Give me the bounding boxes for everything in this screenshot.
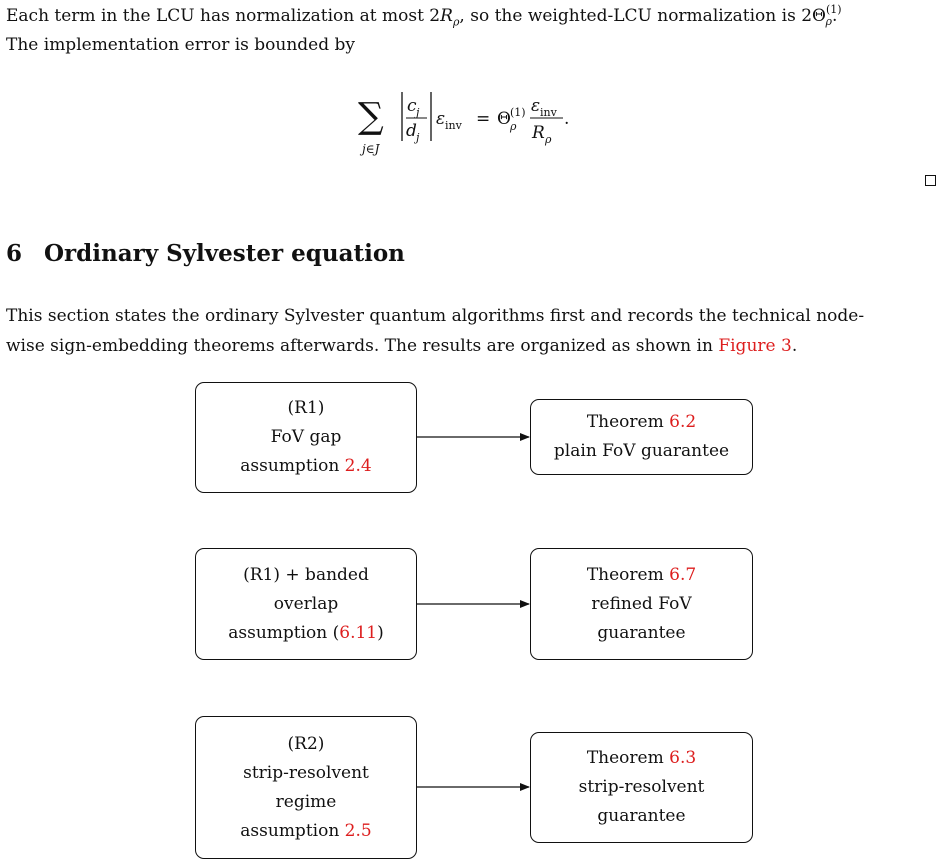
equals-sign: =: [476, 109, 490, 129]
frac-num-c: c: [407, 96, 417, 116]
theorem-box-6-2: Theorem 6.2 plain FoV guarantee: [530, 399, 753, 475]
math-R-rho: Rρ: [440, 6, 460, 29]
ref-link-6-3[interactable]: 6.3: [669, 748, 697, 768]
box-line: (R1): [287, 398, 325, 418]
box-line-assumption: assumption 2.4: [240, 456, 372, 476]
theta-sub: ρ: [509, 120, 517, 133]
figure-3-link[interactable]: Figure 3: [718, 336, 792, 356]
body-text-pre: wise sign-embedding theorems afterwards.…: [6, 336, 719, 356]
assumption-box-r1-banded: (R1) + banded overlap assumption (6.11): [195, 548, 417, 660]
qed-symbol: [925, 175, 936, 186]
ref-link-6-11[interactable]: 6.11: [339, 622, 378, 643]
body-line-2: wise sign-embedding theorems afterwards.…: [6, 332, 942, 360]
eps-inv-sub: inv: [445, 119, 463, 132]
box-line: strip-resolvent: [578, 777, 705, 797]
intro-text-b: , so the weighted-LCU normalization is 2: [459, 6, 813, 26]
box-line-theorem: Theorem 6.7: [586, 564, 697, 585]
theorem-box-6-7: Theorem 6.7 refined FoV guarantee: [530, 548, 753, 660]
ref-link-2-5[interactable]: 2.5: [344, 820, 372, 841]
box-line-theorem: Theorem 6.2: [586, 412, 697, 432]
theta-sup: (1): [510, 106, 526, 119]
section-heading: 6 Ordinary Sylvester equation: [6, 240, 405, 267]
frac2-den-rho: ρ: [544, 133, 552, 146]
box-line: FoV gap: [270, 427, 342, 447]
sum-index: j∈J: [359, 142, 381, 156]
intro-line-1: Each term in the LCU has normalization a…: [6, 3, 842, 29]
frac-den-d: d: [406, 121, 417, 141]
section-number: 6: [6, 240, 23, 267]
box-line-assumption: assumption 2.5: [240, 820, 372, 841]
period: .: [564, 109, 569, 129]
box-line: guarantee: [597, 806, 686, 826]
frac-num-j: j: [413, 106, 420, 119]
display-equation: ∑ j∈J c j d j ε inv = Θ (1) ρ ε inv R ρ: [0, 81, 947, 161]
intro-text-a: Each term in the LCU has normalization a…: [6, 6, 441, 26]
math-theta-rho: Θ(1)ρ: [812, 3, 842, 29]
box-line: (R2): [287, 733, 325, 754]
box-line: (R1) + banded: [243, 564, 369, 585]
ref-link-6-7[interactable]: 6.7: [669, 564, 697, 585]
box-line-assumption: assumption (6.11): [228, 622, 384, 643]
box-line: refined FoV: [591, 593, 692, 614]
box-line: regime: [275, 791, 337, 812]
assumption-box-r2: (R2) strip-resolvent regime assumption 2…: [195, 716, 417, 859]
box-line: strip-resolvent: [243, 762, 369, 783]
equation-svg: ∑ j∈J c j d j ε inv = Θ (1) ρ ε inv R ρ: [358, 92, 569, 156]
intro-line-2: The implementation error is bounded by: [6, 35, 356, 55]
theorem-box-6-3: Theorem 6.3 strip-resolvent guarantee: [530, 732, 753, 843]
body-text-post: .: [791, 336, 798, 356]
box-line-theorem: Theorem 6.3: [586, 748, 697, 768]
ref-link-6-2[interactable]: 6.2: [669, 412, 697, 432]
box-line: guarantee: [597, 622, 686, 643]
ref-link-2-4[interactable]: 2.4: [344, 456, 372, 476]
sum-symbol: ∑: [358, 96, 384, 137]
body-line-1: This section states the ordinary Sylvest…: [6, 306, 865, 326]
eps-symbol: ε: [436, 109, 445, 129]
theta-symbol: Θ: [497, 109, 511, 129]
section-title: Ordinary Sylvester equation: [44, 240, 405, 267]
box-line: overlap: [273, 593, 339, 614]
frac2-num-inv: inv: [540, 106, 558, 119]
assumption-box-r1: (R1) FoV gap assumption 2.4: [195, 382, 417, 493]
frac-den-j: j: [413, 131, 420, 144]
frac2-den-R: R: [531, 123, 545, 143]
frac2-num-eps: ε: [531, 96, 540, 116]
box-line: plain FoV guarantee: [553, 441, 730, 461]
